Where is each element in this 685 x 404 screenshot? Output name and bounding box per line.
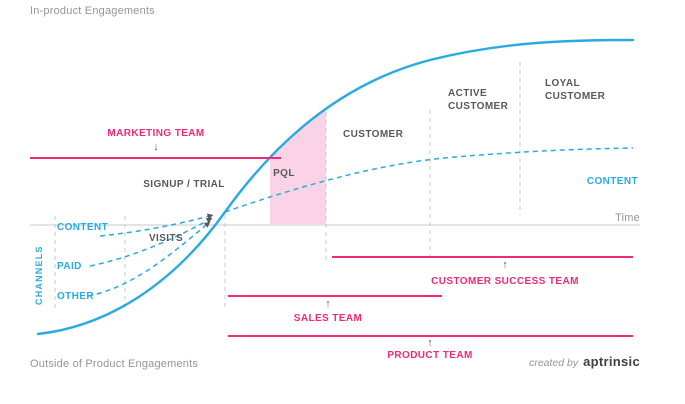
marketing-team-label: MARKETING TEAM bbox=[107, 128, 205, 139]
visits-label: VISITS bbox=[148, 233, 184, 244]
pql-highlight-band bbox=[270, 109, 326, 224]
channel-line-content bbox=[99, 213, 214, 237]
outside-engagements-label: Outside of Product Engagements bbox=[30, 358, 199, 370]
content-curve-label: CONTENT bbox=[586, 176, 638, 187]
time-label: Time bbox=[615, 212, 640, 224]
active-customer-label: ACTIVE CUSTOMER bbox=[448, 88, 509, 112]
product-team-label: PRODUCT TEAM bbox=[387, 350, 473, 361]
up-arrow-icon: ↑ bbox=[427, 337, 433, 349]
down-arrow-icon: ↓ bbox=[153, 141, 159, 153]
channel-line-other bbox=[87, 221, 211, 297]
channel-line-paid bbox=[89, 217, 213, 267]
channel-item-paid: PAID bbox=[57, 261, 82, 272]
up-arrow-icon: ↑ bbox=[502, 259, 508, 271]
pql-label: PQL bbox=[273, 168, 295, 179]
page-title: In-product Engagements bbox=[30, 5, 155, 17]
credit-text: created by bbox=[529, 357, 579, 369]
loyal-customer-label: LOYAL CUSTOMER bbox=[545, 78, 606, 102]
credit: created by aptrinsic bbox=[529, 354, 640, 369]
signup-trial-label: SIGNUP / TRIAL bbox=[143, 179, 225, 190]
brand-logo: aptrinsic bbox=[583, 354, 640, 369]
channels-axis-label: CHANNELS bbox=[34, 245, 44, 305]
up-arrow-icon: ↑ bbox=[325, 298, 331, 310]
customer-label: CUSTOMER bbox=[343, 129, 404, 140]
customer-success-team-label: CUSTOMER SUCCESS TEAM bbox=[431, 276, 579, 287]
sales-team-label: SALES TEAM bbox=[293, 313, 363, 324]
channel-item-content: CONTENT bbox=[57, 222, 109, 233]
channel-item-other: OTHER bbox=[57, 291, 94, 302]
content-curve bbox=[224, 147, 634, 213]
adoption-curve bbox=[36, 38, 635, 336]
